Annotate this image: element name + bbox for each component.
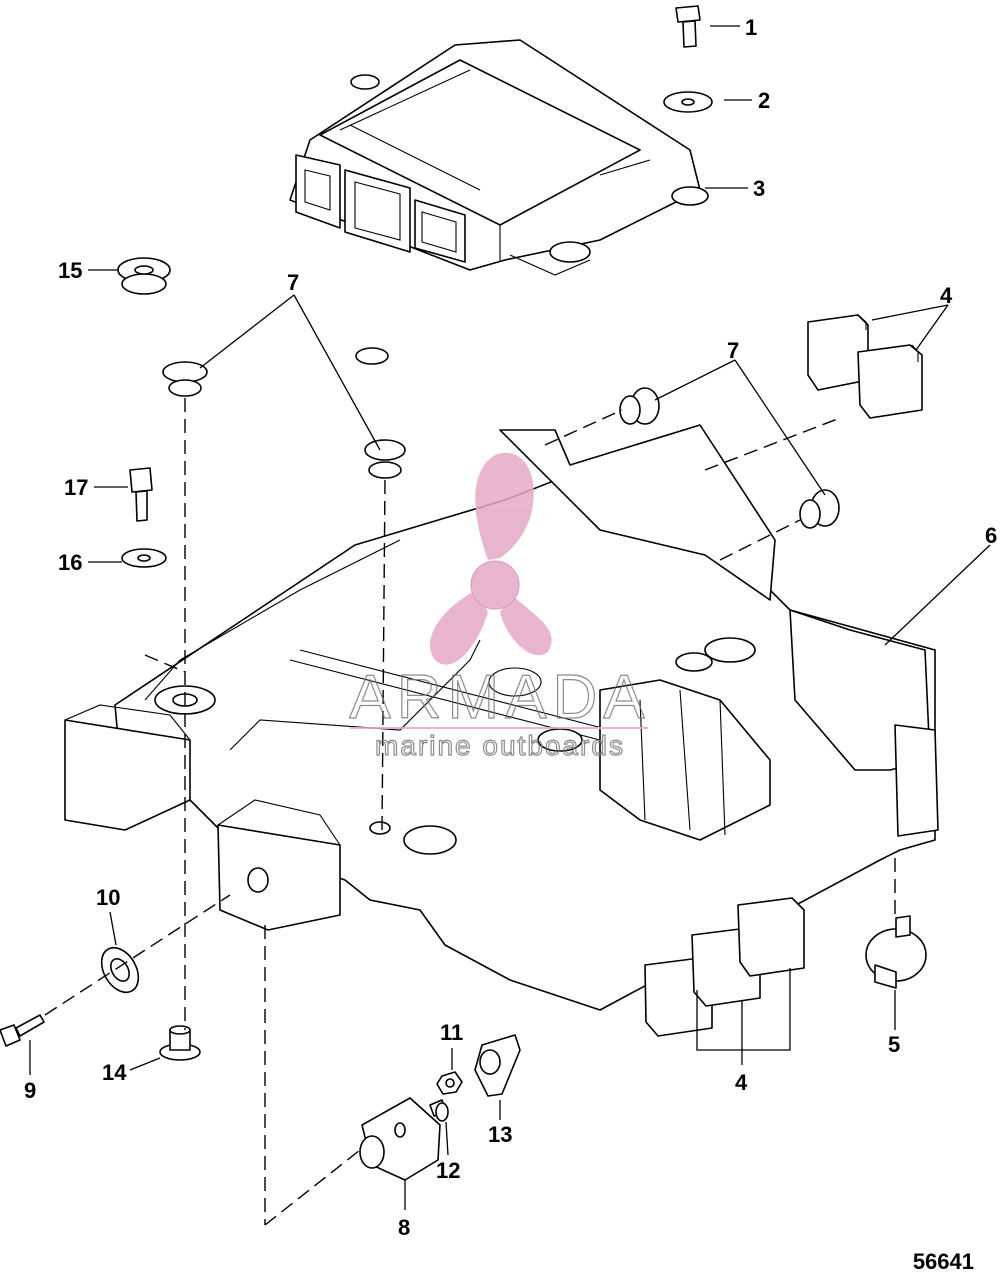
callout-14: 14 (102, 1060, 127, 1085)
washer-2 (663, 91, 713, 113)
callout-13: 13 (488, 1122, 512, 1147)
callout-7-right: 7 (727, 338, 739, 363)
nut-11 (436, 1071, 463, 1095)
callout-4-lower: 4 (735, 1070, 748, 1095)
callout-16: 16 (58, 550, 82, 575)
ecm-module (289, 39, 709, 276)
callout-6: 6 (985, 523, 997, 548)
callout-4-upper: 4 (940, 283, 953, 308)
bolt-9 (0, 1014, 45, 1047)
callout-3: 3 (753, 176, 765, 201)
callout-9: 9 (24, 1078, 36, 1103)
callout-2: 2 (758, 88, 770, 113)
grommet-7-right-upper (619, 387, 660, 425)
armada-watermark: ARMADA marine outboards (349, 452, 650, 762)
bolt-1 (675, 5, 701, 48)
grommet-7-center (364, 439, 406, 479)
relay-triple-lower (644, 897, 805, 1037)
washer-12 (435, 1102, 449, 1122)
grommet-15 (117, 257, 171, 295)
callout-17: 17 (64, 475, 88, 500)
propeller-logo-icon (429, 452, 552, 665)
callout-12: 12 (436, 1158, 460, 1183)
relay-pair-upper (807, 314, 923, 419)
callout-labels: 1 2 3 4 7 7 6 17 16 15 10 9 14 11 13 12 … (24, 15, 997, 1240)
figure-number: 56641 (912, 1249, 974, 1274)
callout-8: 8 (398, 1215, 410, 1240)
washer-16 (121, 548, 167, 568)
terminal-13 (474, 1034, 521, 1097)
grommet-7-left (162, 361, 208, 397)
bolt-17 (129, 467, 153, 522)
callout-11: 11 (440, 1020, 463, 1045)
connector-clip-5 (865, 915, 927, 989)
sleeve-14 (159, 1025, 201, 1061)
leader-lines (29, 25, 991, 1210)
watermark-tagline: marine outboards (375, 730, 625, 761)
switch-8 (359, 1097, 447, 1181)
grommet-7-right-lower (799, 489, 840, 529)
assembly-lines (44, 398, 896, 1226)
callout-10: 10 (96, 885, 120, 910)
washer-10 (100, 946, 140, 994)
callout-1: 1 (745, 15, 757, 40)
callout-7-left: 7 (287, 270, 299, 295)
callout-15: 15 (58, 258, 82, 283)
callout-5: 5 (888, 1032, 900, 1057)
watermark-brand: ARMADA (349, 663, 650, 732)
